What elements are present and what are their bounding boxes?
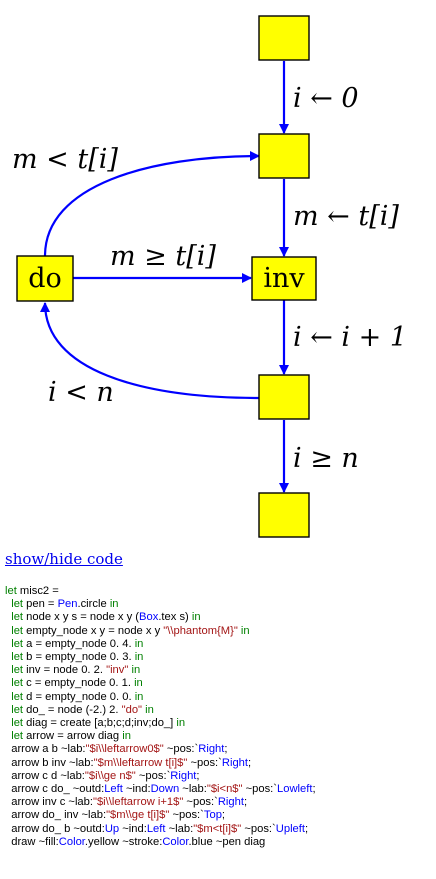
- node-do: [16, 255, 74, 302]
- code-line: let do_ = node (-2.) 2. "do" in: [11, 703, 154, 716]
- node-b: [258, 133, 310, 179]
- code-line: arrow c d ~lab:"$i\\ge n$" ~pos:`Right;: [5, 769, 200, 782]
- edge-a-b-label: i ← 0: [293, 83, 359, 114]
- node-inv-label: inv: [263, 263, 305, 294]
- edges: [40, 61, 289, 493]
- code-line: let node x y s = node x y (Box.tex s) in: [11, 611, 201, 624]
- code-line: let pen = Pen.circle in: [11, 598, 119, 611]
- edge-c-do: [40, 302, 260, 400]
- edge-do-b-label: m < t[i]: [12, 144, 118, 175]
- code-line: let d = empty_node 0. 0. in: [11, 690, 144, 703]
- node-do-label: do: [28, 263, 62, 294]
- code-line: let c = empty_node 0. 1. in: [11, 677, 143, 690]
- code-line: arrow inv c ~lab:"$i\\leftarrow i+1$" ~p…: [5, 796, 248, 809]
- code-line: let inv = node 0. 2. "inv" in: [11, 664, 141, 677]
- code-line: arrow do_ inv ~lab:"$m\\ge t[i]$" ~pos:`…: [5, 809, 226, 822]
- flow-diagram: inv do i ← 0 m ← t[i] i ← i + 1 i < n i …: [12, 15, 407, 538]
- edge-c-d-label: i ≥ n: [293, 443, 359, 474]
- edge-b-inv-label: m ← t[i]: [293, 201, 399, 232]
- code-line: let b = empty_node 0. 3. in: [11, 651, 144, 664]
- node-a: [258, 15, 310, 61]
- code-line: let diag = create [a;b;c;d;inv;do_] in: [11, 717, 186, 730]
- code-line: let arrow = arrow diag in: [11, 730, 131, 743]
- code-line: arrow b inv ~lab:"$m\\leftarrow t[i]$" ~…: [5, 756, 252, 769]
- code-line: let a = empty_node 0. 4. in: [11, 637, 144, 650]
- edge-c-do-label: i < n: [48, 377, 114, 408]
- edge-do-inv-label: m ≥ t[i]: [110, 241, 216, 272]
- code-line: let empty_node x y = node x y "\\phantom…: [11, 624, 250, 637]
- edge-inv-c-label: i ← i + 1: [293, 322, 407, 353]
- node-c: [258, 374, 310, 420]
- code-block: let misc2 = let pen = Pen.circle in let …: [5, 585, 316, 849]
- code-line: arrow a b ~lab:"$i\\leftarrow0$" ~pos:`R…: [5, 743, 228, 756]
- edge-do-b: [43, 151, 260, 257]
- code-line: arrow do_ b ~outd:Up ~ind:Left ~lab:"$m<…: [5, 822, 309, 835]
- node-d: [258, 492, 310, 538]
- code-line: arrow c do_ ~outd:Left ~ind:Down ~lab:"$…: [5, 783, 316, 796]
- node-inv: [251, 256, 317, 301]
- show-hide-code-link[interactable]: show/hide code: [5, 550, 123, 568]
- nodes: [16, 15, 317, 538]
- code-line: let misc2 =: [5, 585, 59, 597]
- code-line: draw ~fill:Color.yellow ~stroke:Color.bl…: [5, 835, 266, 848]
